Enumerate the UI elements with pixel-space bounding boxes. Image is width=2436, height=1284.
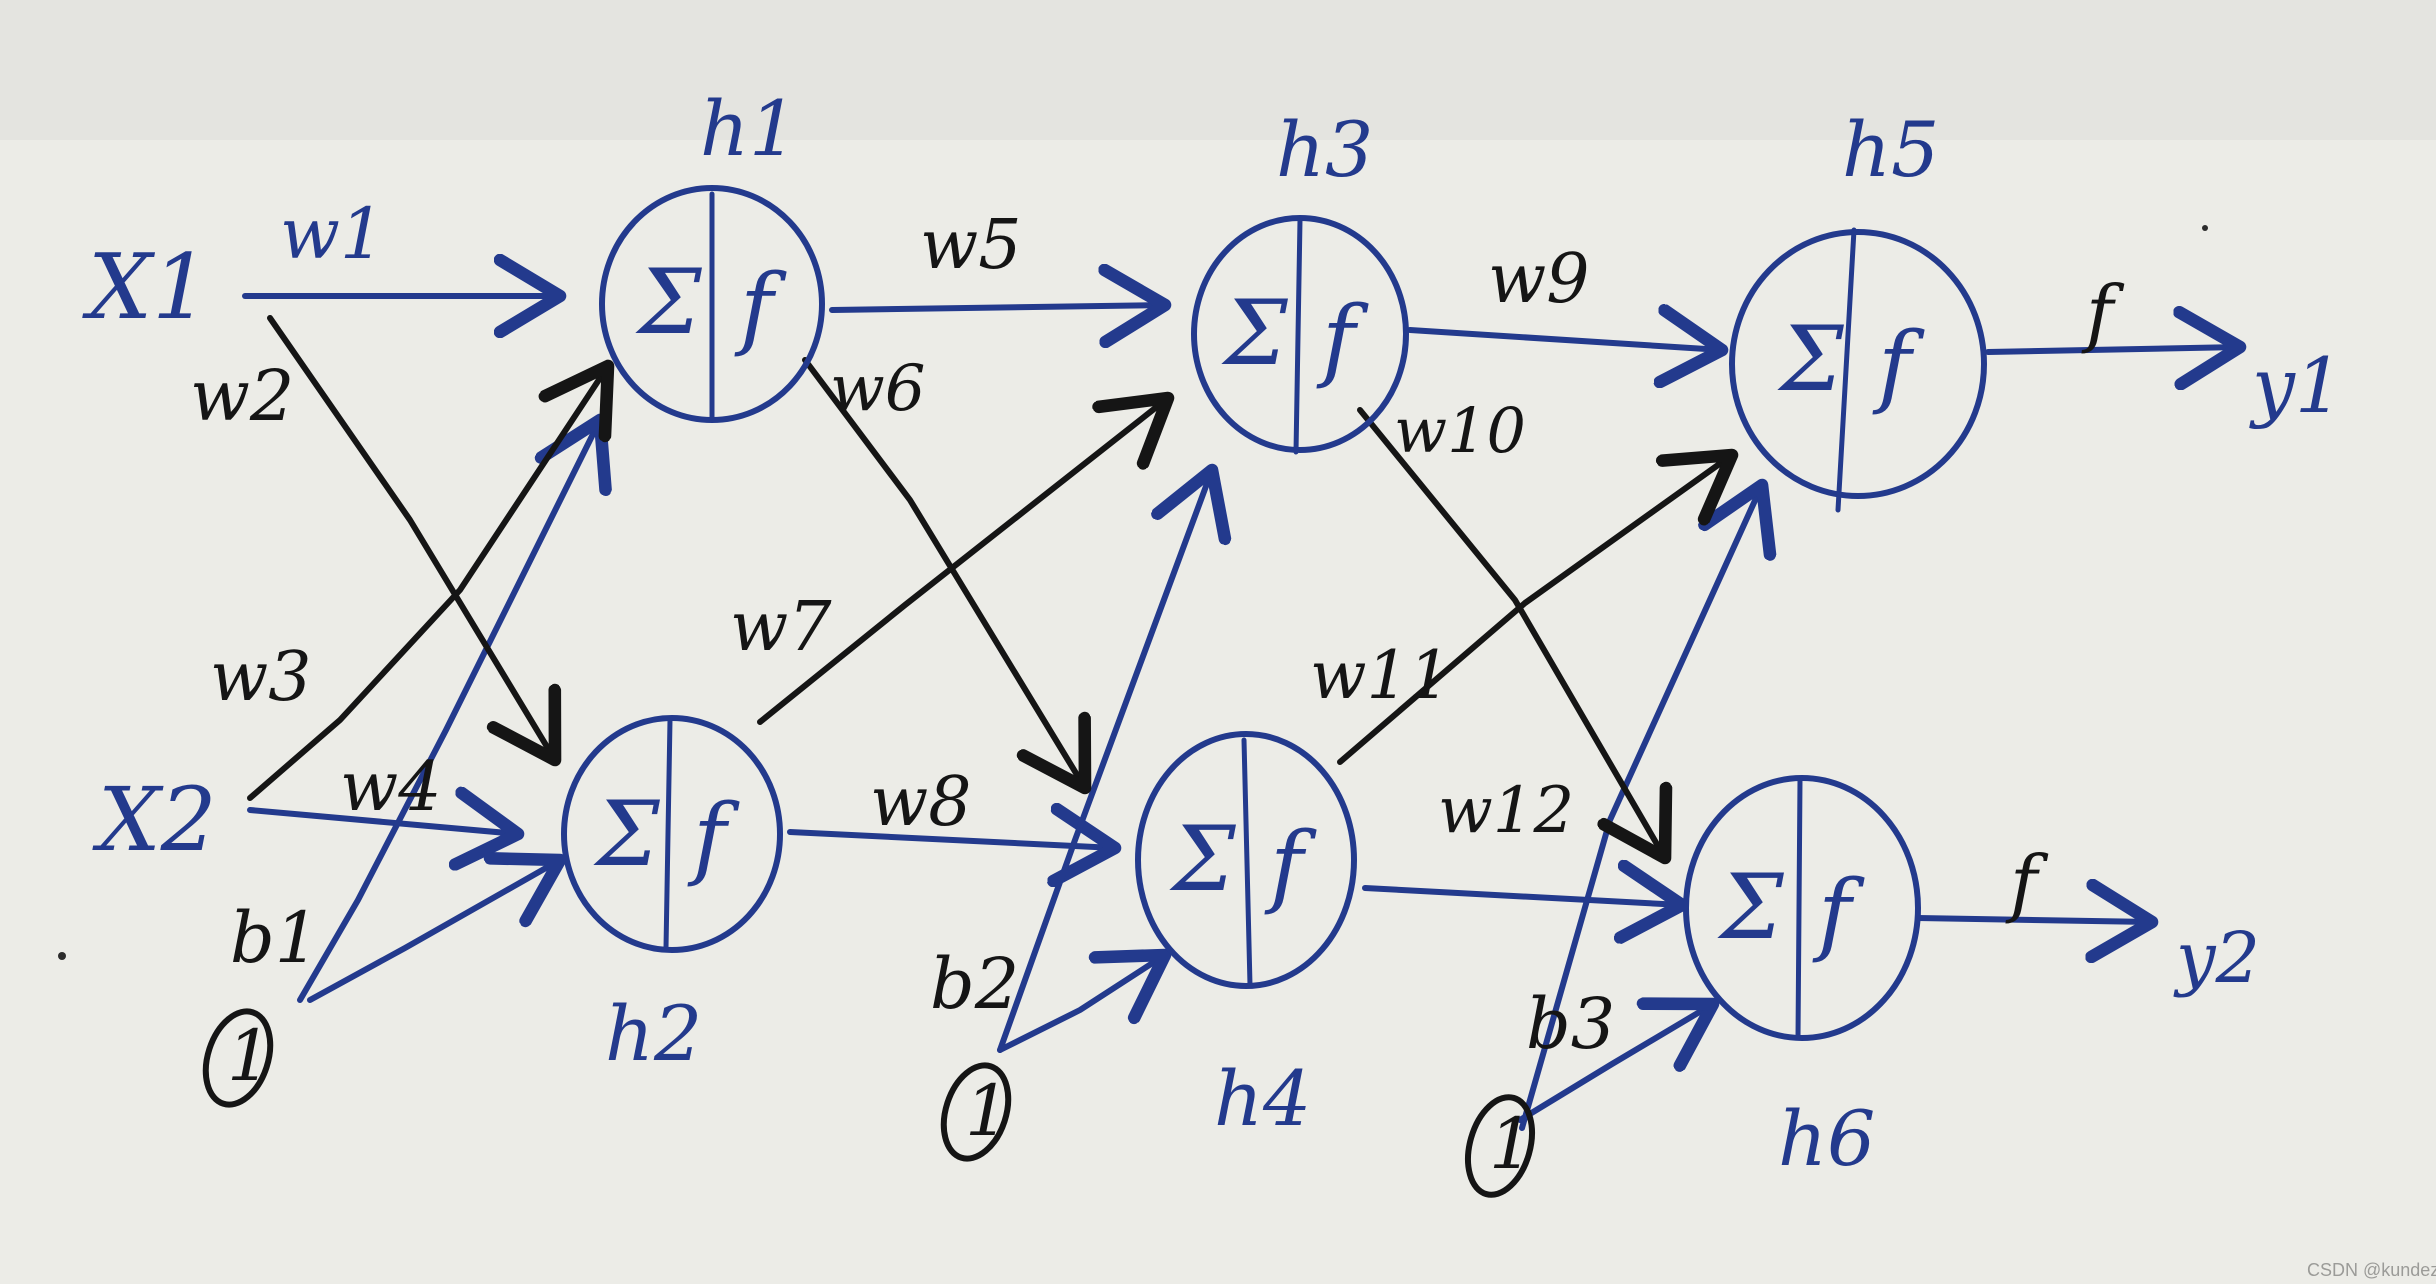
node-h6-divider: [1795, 777, 1803, 1041]
node-h5-circle: [1729, 229, 1987, 499]
bias-input-one-2-text: 1: [965, 1070, 1010, 1152]
edge-h3-h5: [1407, 330, 1722, 350]
weight-label-w4: w4: [340, 748, 441, 827]
weight-label-w7: w7: [730, 588, 832, 667]
weight-label-w10: w10: [1394, 394, 1526, 467]
node-h6-circle: [1683, 775, 1921, 1041]
node-label-h3: h3: [1276, 105, 1373, 194]
edge-one1-h1: [297, 420, 600, 1003]
weight-label-w9: w9: [1488, 240, 1589, 319]
node-h4-divider: [1241, 737, 1253, 988]
node-label-h6: h6: [1778, 1094, 1875, 1183]
paper-dot-right: [2202, 225, 2208, 231]
node-h6-sum-symbol: Σ: [1717, 855, 1784, 960]
node-h2-circle: [561, 715, 783, 953]
weight-label-w8: w8: [870, 763, 971, 842]
edge-one2-h3: [997, 470, 1212, 1053]
edge-h4-h6: [1362, 888, 1682, 905]
bias-label-b1: b1: [230, 897, 319, 979]
bias-input-one-3: 1: [1465, 1094, 1535, 1198]
paper-dot-left: [58, 952, 66, 960]
bias-input-one-3-circle: [1465, 1094, 1535, 1198]
weight-label-w1: w1: [280, 193, 384, 275]
output-y1-label: y1: [2249, 341, 2343, 430]
node-h4-circle: [1135, 731, 1357, 989]
edge-h2-h3: [757, 398, 1168, 725]
edge-h2-h4: [787, 832, 1115, 848]
edge-h1-h4: [802, 357, 1085, 788]
bias-input-one-2-circle: [940, 1062, 1012, 1162]
weight-label-w6: w6: [830, 352, 926, 426]
bias-label-b2: b2: [930, 943, 1019, 1025]
node-h2-divider: [663, 717, 673, 951]
node-label-h2: h2: [605, 989, 702, 1078]
weight-label-w12: w12: [1438, 774, 1574, 848]
node-h1-sum-symbol: Σ: [635, 250, 702, 355]
edge-one1-h2: [307, 860, 560, 1003]
output-y2-label: y2: [2173, 917, 2260, 999]
edge-one3-h6: [1517, 1004, 1713, 1123]
input-x2-label: X2: [92, 768, 217, 871]
node-label-h4: h4: [1214, 1054, 1311, 1143]
edge-h1-h3: [829, 305, 1165, 310]
node-h4-sum-symbol: Σ: [1169, 807, 1236, 912]
edge-h6-y2: [1915, 918, 2152, 922]
watermark: CSDN @kundezui: [2307, 1260, 2436, 1280]
edge-one2-h4: [997, 955, 1165, 1053]
bias-input-one-1-text: 1: [227, 1015, 272, 1097]
input-x1-label: X1: [82, 235, 209, 340]
node-h5-divider: [1835, 227, 1857, 513]
edge-h5-y1: [1985, 347, 2240, 352]
edge-x2-h2: [247, 810, 518, 834]
node-h3-divider: [1293, 217, 1303, 455]
node-h2-sum-symbol: Σ: [593, 782, 660, 887]
edge-h4-h5: [1337, 455, 1732, 765]
node-h5-sum-symbol: Σ: [1777, 307, 1844, 412]
node-label-h1: h1: [700, 84, 797, 173]
edge-h3-h6: [1357, 407, 1665, 858]
weight-label-w2: w2: [190, 355, 294, 437]
bias-input-one-1-circle: [202, 1008, 274, 1108]
node-h3-sum-symbol: Σ: [1221, 281, 1288, 386]
edge-x2-h1: [247, 366, 608, 801]
edge-x1-h2: [267, 315, 555, 760]
bias-input-one-3-text: 1: [1489, 1103, 1534, 1185]
weight-label-w11: w11: [1310, 637, 1450, 714]
bias-label-b3: b3: [1526, 983, 1615, 1065]
bias-input-one-2: 1: [940, 1062, 1012, 1162]
weight-label-w5: w5: [920, 206, 1021, 285]
weight-label-w3: w3: [210, 638, 311, 717]
bias-input-one-1: 1: [202, 1008, 274, 1108]
node-label-h5: h5: [1842, 105, 1939, 194]
paper-shadow: [0, 0, 2436, 140]
